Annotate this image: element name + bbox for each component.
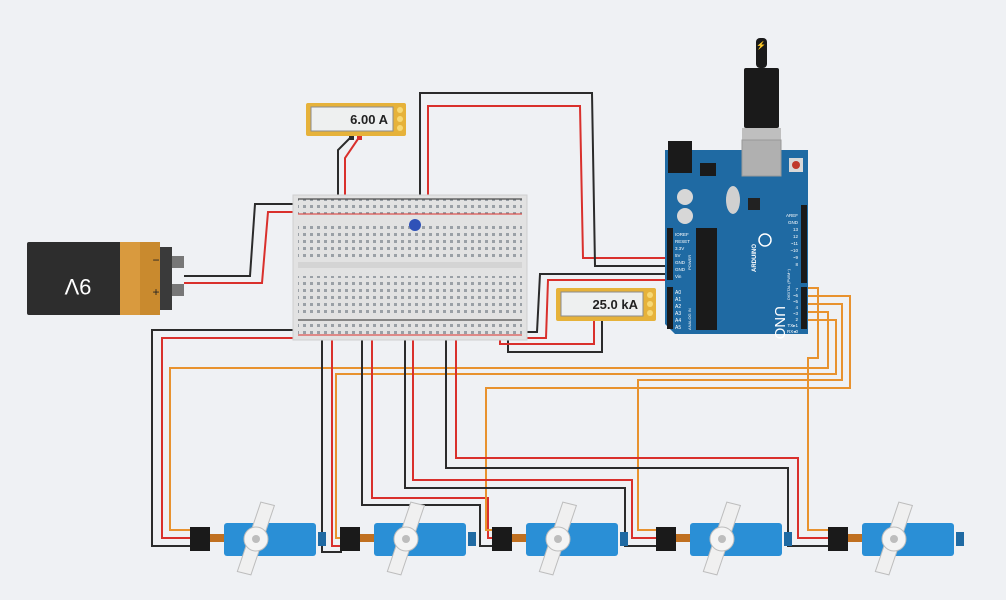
pin-12: 12 (793, 234, 799, 239)
pin-ioref: IOREF (675, 232, 689, 237)
wire-meter-top-black[interactable] (337, 135, 353, 204)
pin-gnd-d: GND (788, 220, 799, 225)
wire-servo5-vcc[interactable] (455, 332, 830, 539)
ammeter-top-reading: 6.00 A (350, 112, 388, 127)
pin-3v3: 3.3V (675, 246, 684, 251)
pin-8: 8 (795, 262, 798, 267)
wire-servo5-signal[interactable] (806, 287, 830, 531)
wire-servo2-vcc[interactable] (331, 332, 342, 547)
servo-motor[interactable] (828, 501, 964, 577)
pin-a3: A3 (675, 311, 681, 317)
analog-label: ANALOG IN (687, 308, 692, 330)
usb-plug-icon: ⚡ (756, 40, 766, 50)
arduino-uno[interactable]: ⚡ IOREF RESET 3.3V 5V GND GND Vin A0 (665, 38, 808, 339)
wire-servo3-gnd[interactable] (361, 332, 494, 547)
wire-meter-right-black[interactable] (507, 320, 603, 353)
wire-gnd-black[interactable] (419, 92, 672, 267)
wire-meter-top-red[interactable] (344, 135, 361, 212)
pin-a0: A0 (675, 290, 681, 296)
power-label: POWER (687, 255, 692, 270)
pin-reset: RESET (675, 239, 690, 244)
servo-row (190, 501, 964, 577)
wire-servo2-signal[interactable] (335, 319, 837, 539)
pin-10: ~10 (790, 248, 798, 253)
pin-13: 13 (793, 227, 799, 232)
ammeter-top[interactable]: 6.00 A (306, 103, 406, 140)
pin-7: 7 (795, 287, 798, 292)
arduino-logo-icon (758, 233, 772, 247)
servo-motor[interactable] (190, 501, 326, 577)
wire-arduino-vin-to-meter[interactable] (518, 279, 672, 339)
pin-a5: A5 (675, 325, 681, 331)
ammeter-right[interactable]: 25.0 kA (556, 288, 656, 321)
pin-5: ~5 (793, 299, 799, 304)
pin-aref: AREF (786, 213, 798, 218)
pin-a2: A2 (675, 304, 681, 310)
power-pin-labels: IOREF RESET 3.3V 5V GND GND Vin (675, 232, 690, 279)
pin-9: ~9 (793, 255, 799, 260)
servo-motor[interactable] (656, 501, 792, 577)
digital-label: DIGITAL (PWM~) (786, 268, 791, 300)
wire-servo2-gnd[interactable] (321, 332, 342, 553)
ammeter-right-reading: 25.0 kA (592, 297, 638, 312)
pin-2: 2 (795, 317, 798, 322)
battery-9v[interactable]: − + 9V (27, 242, 184, 315)
wire-servo4-vcc[interactable] (412, 332, 658, 539)
battery-voltage-label: 9V (64, 274, 91, 299)
wire-servo1-gnd[interactable] (151, 329, 300, 547)
analog-pin-labels: A0 A1 A2 A3 A4 A5 (675, 290, 681, 331)
usb-cable (756, 38, 767, 68)
wire-servo1-signal[interactable] (169, 311, 829, 531)
pin-1: TX▸1 (787, 323, 798, 328)
battery-minus-label: − (152, 253, 159, 267)
pin-4: 4 (795, 305, 798, 310)
pin-11: ~11 (791, 241, 799, 246)
pin-3: ~3 (793, 311, 799, 316)
wire-servo3-signal[interactable] (485, 295, 851, 531)
wire-5v-red[interactable] (427, 105, 672, 259)
pin-0: RX◂0 (787, 329, 799, 334)
pin-gnd-1: GND (675, 260, 686, 265)
wires (151, 92, 851, 553)
arduino-model: UNO (771, 306, 788, 339)
pin-6: ~6 (793, 293, 799, 298)
pin-gnd-2: GND (675, 267, 686, 272)
wire-battery-negative[interactable] (184, 203, 300, 277)
wire-servo5-gnd[interactable] (445, 332, 830, 547)
wire-servo1-vcc[interactable] (161, 337, 300, 539)
battery-plus-label: + (152, 285, 159, 299)
pin-a4: A4 (675, 318, 681, 324)
pin-vin: Vin (675, 274, 682, 279)
pin-5v: 5V (675, 253, 681, 258)
servo-motor[interactable] (492, 501, 628, 577)
wire-servo4-signal[interactable] (637, 303, 843, 531)
wire-battery-positive[interactable] (184, 211, 300, 284)
capacitor-component[interactable] (409, 219, 421, 231)
digital-pin-labels: AREF GND 13 12 ~11 ~10 ~9 8 7 ~6 ~5 4 ~3… (786, 213, 799, 334)
arduino-brand: ARDUINO (752, 244, 758, 272)
wire-servo3-vcc[interactable] (371, 332, 494, 539)
wire-servo4-gnd[interactable] (404, 332, 658, 547)
servo-motor[interactable] (340, 501, 476, 577)
breadboard[interactable] (292, 194, 528, 341)
pin-a1: A1 (675, 297, 681, 303)
